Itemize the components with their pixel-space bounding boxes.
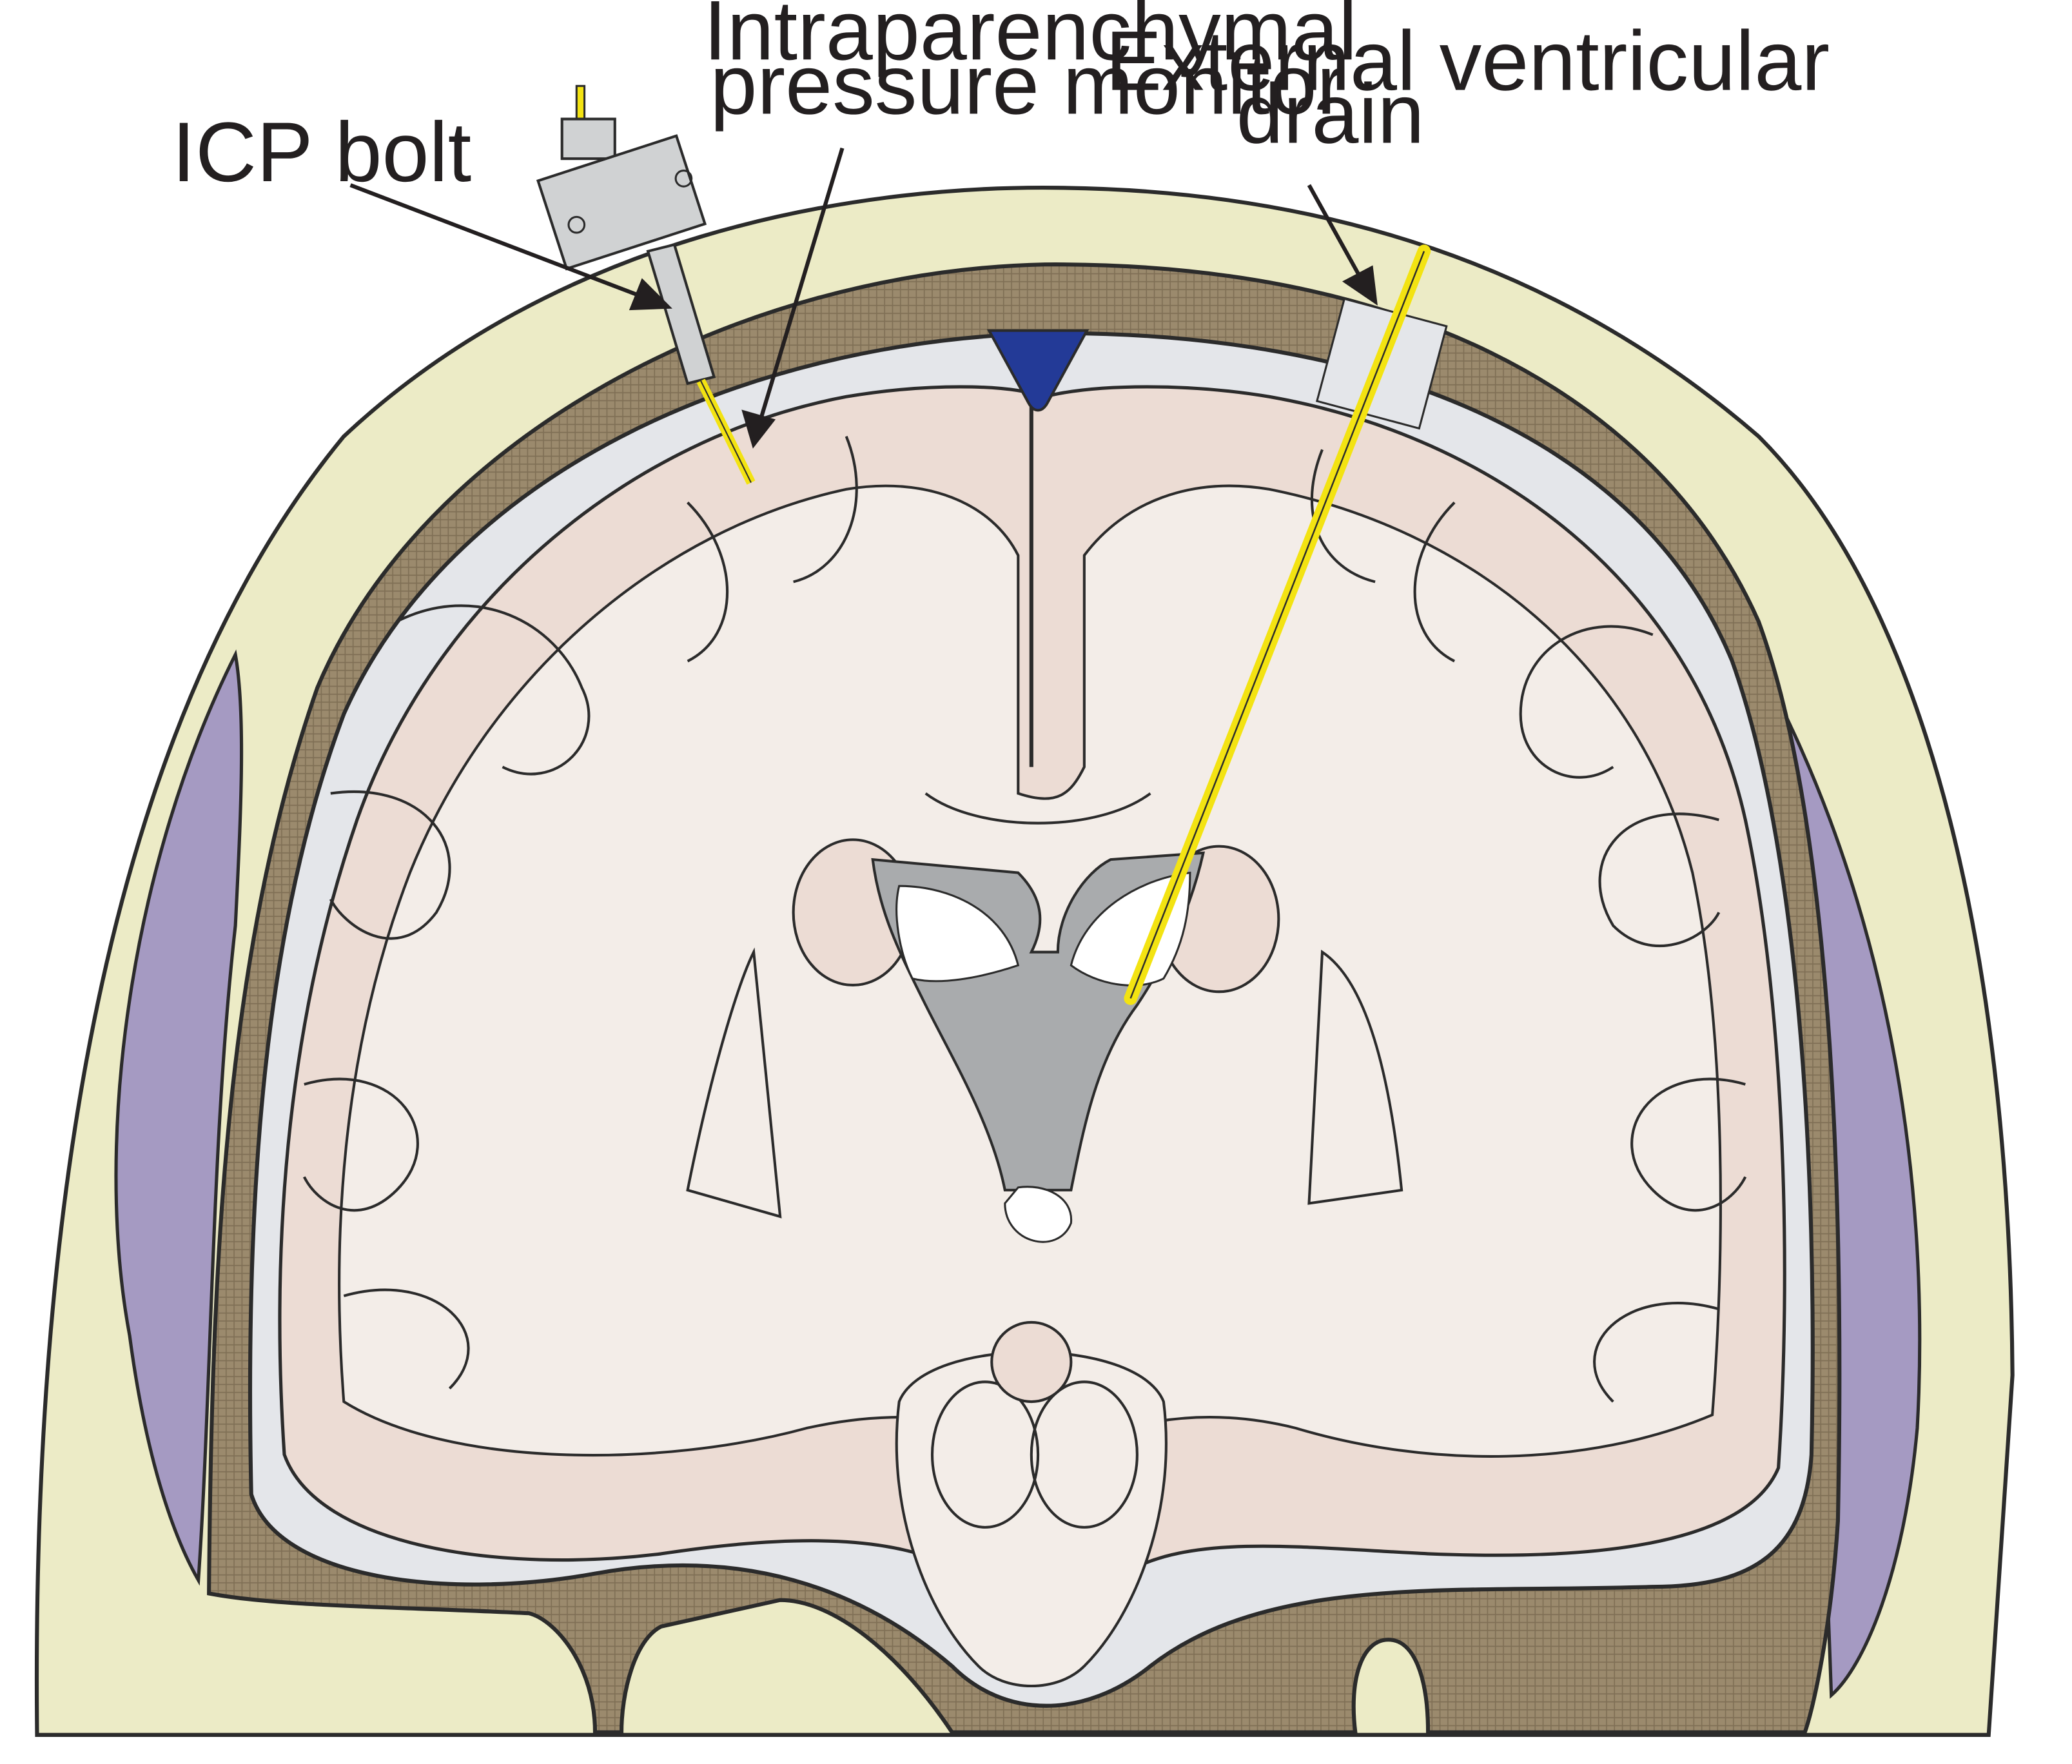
callout-arrows xyxy=(349,147,1378,449)
label-evd-line2: drain xyxy=(1236,66,1425,161)
label-icp-bolt: ICP bolt xyxy=(172,104,472,199)
catheter-outline xyxy=(1129,251,1425,999)
left-peduncle xyxy=(930,1380,1040,1529)
corpus-callosum xyxy=(924,792,1151,825)
gyri-outlines xyxy=(302,436,1747,1403)
label-intraparenchymal-line1: Intraparenchymal xyxy=(703,0,1357,77)
probe-outline xyxy=(700,380,752,484)
left-ventricle-csf xyxy=(895,885,1020,983)
right-peduncle xyxy=(1030,1380,1139,1529)
left-temporal-muscle xyxy=(114,649,244,1586)
label-intraparenchymal-line2: pressure monitor xyxy=(710,37,1345,132)
icp-bolt-device xyxy=(536,84,716,386)
label-evd-line1: External ventricular xyxy=(1106,13,1830,108)
right-ventricle-csf xyxy=(1070,871,1191,986)
third-ventricle xyxy=(1004,1186,1072,1243)
pons-nucleus xyxy=(990,1320,1073,1404)
superior-sagittal-sinus xyxy=(986,329,1090,412)
